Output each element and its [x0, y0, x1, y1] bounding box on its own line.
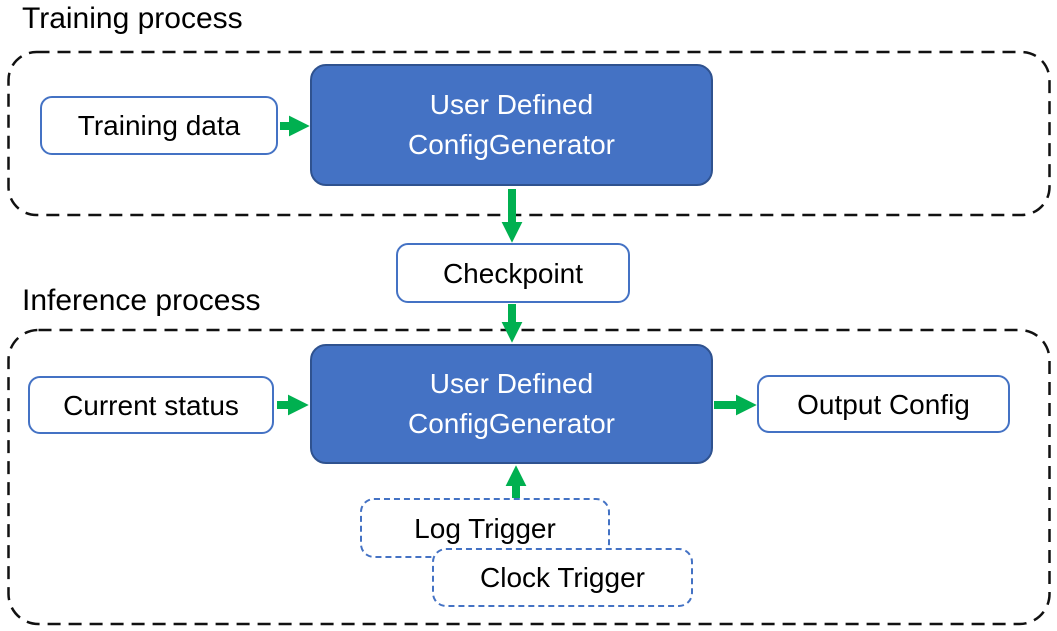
training-data-label: Training data	[77, 110, 241, 141]
training-data-box: Training data	[40, 96, 278, 155]
output-config-box: Output Config	[757, 375, 1010, 433]
config-generator-inference-line2: ConfigGenerator	[407, 408, 615, 439]
config-generator-box-inference: User Defined ConfigGenerator	[310, 344, 713, 464]
current-status-box: Current status	[28, 376, 274, 434]
checkpoint-label: Checkpoint	[442, 257, 584, 289]
config-generator-box-training: User Defined ConfigGenerator	[310, 64, 713, 186]
clock-trigger-label: Clock Trigger	[480, 562, 645, 593]
config-generator-training-line1: User Defined	[429, 89, 594, 121]
clock-trigger-box: Clock Trigger	[432, 548, 693, 607]
current-status-label: Current status	[63, 389, 239, 421]
output-config-label: Output Config	[797, 388, 970, 420]
log-trigger-label: Log Trigger	[414, 512, 556, 544]
inference-dashed-container	[7, 328, 1051, 626]
checkpoint-box: Checkpoint	[396, 243, 630, 303]
training-process-label: Training process	[22, 2, 243, 35]
inference-process-label: Inference process	[22, 284, 261, 317]
config-generator-training-line2: ConfigGenerator	[407, 129, 615, 160]
training-dashed-container	[7, 50, 1051, 217]
config-generator-inference-line1: User Defined	[429, 368, 594, 400]
